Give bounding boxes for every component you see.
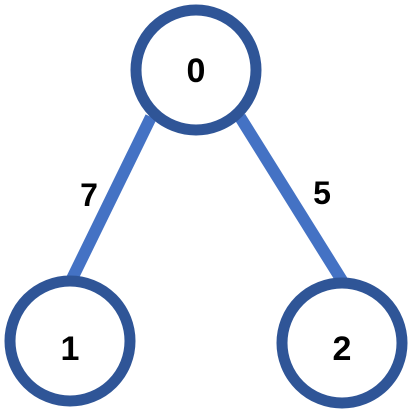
node-1: 1 bbox=[4, 275, 136, 407]
edge-0-1 bbox=[62, 114, 157, 290]
edge-0-2 bbox=[234, 113, 352, 291]
edge-weight-0-2: 5 bbox=[313, 175, 331, 211]
node-2: 2 bbox=[276, 277, 408, 409]
node-0-label: 0 bbox=[187, 52, 206, 90]
node-2-label: 2 bbox=[333, 330, 352, 368]
node-1-circle bbox=[4, 275, 136, 407]
node-0: 0 bbox=[130, 4, 262, 136]
node-0-circle bbox=[130, 4, 262, 136]
node-2-circle bbox=[276, 277, 408, 409]
edge-weight-0-1: 7 bbox=[80, 177, 98, 213]
node-1-label: 1 bbox=[61, 330, 80, 368]
